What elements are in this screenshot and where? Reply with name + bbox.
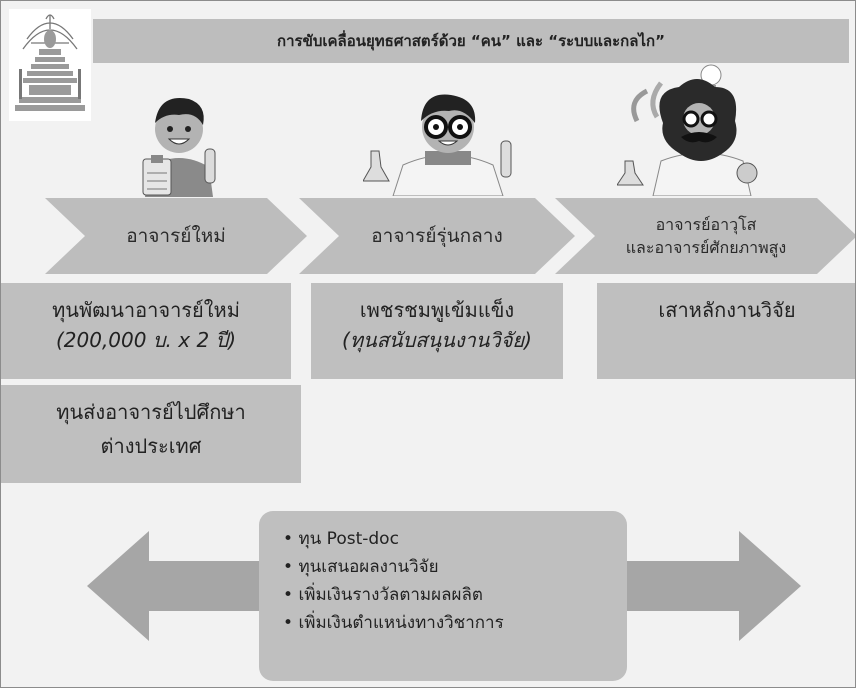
mid-lecturer-figure (362, 81, 533, 200)
support-measures-list: ทุน Post-doc ทุนเสนอผลงานวิจัย เพิ่มเงิน… (283, 525, 623, 637)
support-item: ทุนเสนอผลงานวิจัย (283, 553, 623, 581)
level-label-line2: และอาจารย์ศักยภาพสูง (625, 238, 787, 257)
program-detail: ต่างประเทศ (100, 434, 202, 458)
emblem-icon (15, 14, 85, 111)
level-mid-lecturer: อาจารย์รุ่นกลาง (299, 198, 575, 274)
program-new-dev-grant: ทุนพัฒนาอาจารย์ใหม่ (200,000 บ. x 2 ปี) (1, 283, 291, 379)
program-name: เสาหลักงานวิจัย (658, 298, 796, 322)
program-senior-grant: เสาหลักงานวิจัย (597, 283, 855, 379)
support-item: เพิ่มเงินรางวัลตามผลผลิต (283, 581, 623, 609)
program-name: เพชรชมพูเข้มแข็ง (359, 298, 515, 322)
diagram-title: การขับเคลื่อนยุทธศาสตร์ด้วย “คน” และ “ระ… (277, 32, 665, 50)
program-mid-grant: เพชรชมพูเข้มแข็ง (ทุนสนับสนุนงานวิจัย) (311, 283, 563, 379)
program-name: ทุนพัฒนาอาจารย์ใหม่ (52, 298, 240, 322)
program-study-abroad-grant: ทุนส่งอาจารย์ไปศึกษา ต่างประเทศ (1, 385, 301, 483)
university-emblem (9, 9, 91, 121)
level-new-lecturer: อาจารย์ใหม่ (45, 198, 307, 274)
senior-lecturer-figure (616, 61, 787, 200)
support-item: เพิ่มเงินตำแหน่งทางวิชาการ (283, 609, 623, 637)
teacher-with-clipboard-icon (142, 98, 216, 197)
level-label-line1: อาจารย์อาวุโส (655, 215, 757, 234)
program-detail: (200,000 บ. x 2 ปี) (55, 328, 237, 352)
level-label: อาจารย์อาวุโส และอาจารย์ศักยภาพสูง (626, 213, 787, 259)
professor-with-lightbulb-icon (616, 64, 758, 197)
title-bar (93, 19, 849, 63)
level-senior-lecturer: อาจารย์อาวุโส และอาจารย์ศักยภาพสูง (555, 198, 855, 274)
scientist-with-flasks-icon (362, 94, 512, 197)
level-label: อาจารย์รุ่นกลาง (371, 225, 503, 247)
program-name: ทุนส่งอาจารย์ไปศึกษา (56, 400, 246, 424)
program-detail: (ทุนสนับสนุนงานวิจัย) (342, 328, 532, 352)
new-lecturer-figure (129, 87, 229, 201)
level-label: อาจารย์ใหม่ (126, 225, 226, 247)
support-item: ทุน Post-doc (283, 525, 623, 553)
